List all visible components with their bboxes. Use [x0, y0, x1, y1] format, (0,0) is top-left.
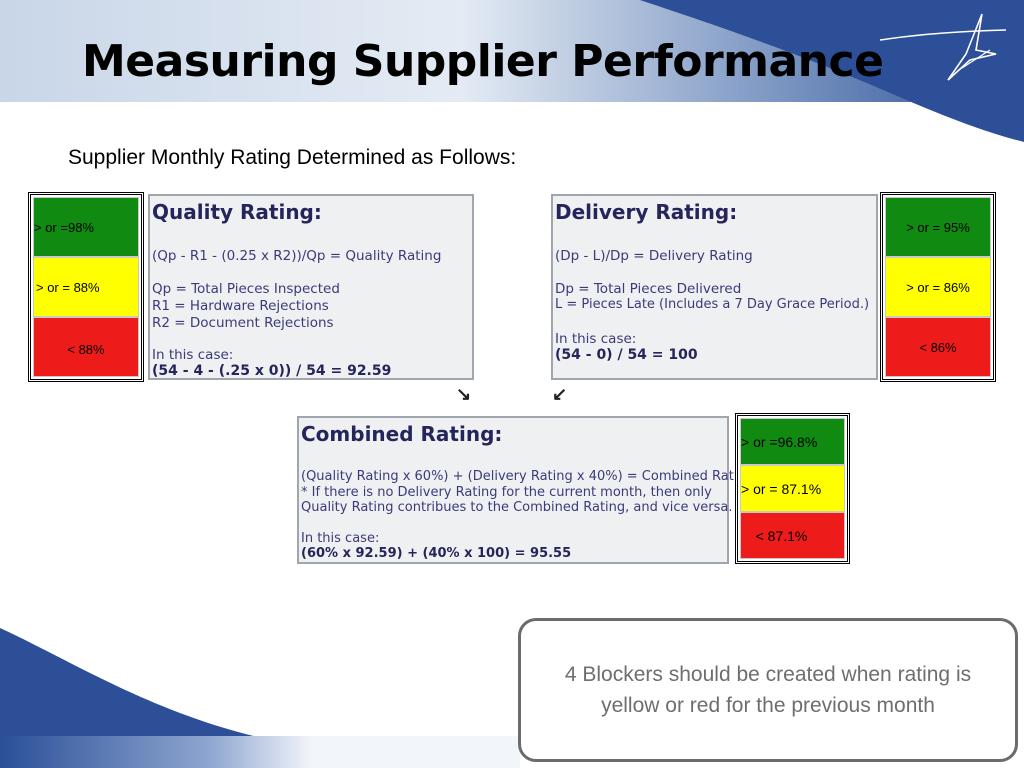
- blockers-note-text: 4 Blockers should be created when rating…: [564, 663, 972, 717]
- combined-legend: > or =96.8% > or = 87.1% < 87.1%: [735, 413, 850, 564]
- quality-case-calc: (54 - 4 - (.25 x 0)) / 54 = 92.59: [152, 363, 392, 379]
- quality-def-r1: R1 = Hardware Rejections: [152, 298, 329, 314]
- quality-case-label: In this case:: [152, 347, 234, 363]
- combined-note-line1: * If there is no Delivery Rating for the…: [301, 485, 712, 500]
- slide-title: Measuring Supplier Performance: [82, 36, 884, 87]
- quality-green-threshold: > or =98%: [33, 197, 139, 257]
- delivery-yellow-threshold: > or = 86%: [885, 257, 991, 317]
- blockers-note-box: 4 Blockers should be created when rating…: [518, 618, 1018, 762]
- star-swoosh-logo-icon: [879, 13, 1007, 81]
- quality-panel-title: Quality Rating:: [152, 200, 322, 224]
- combined-rating-panel: Combined Rating: (Quality Rating x 60%) …: [297, 416, 754, 564]
- delivery-def-l: L = Pieces Late (Includes a 7 Day Grace …: [555, 297, 870, 312]
- delivery-def-dp: Dp = Total Pieces Delivered: [555, 281, 742, 297]
- quality-rating-panel: Quality Rating: (Qp - R1 - (0.25 x R2))/…: [148, 194, 474, 380]
- combined-red-threshold: < 87.1%: [740, 512, 845, 559]
- combined-case-label: In this case:: [301, 531, 380, 546]
- delivery-green-threshold: > or = 95%: [885, 197, 991, 257]
- arrow-down-right-icon: ↘: [456, 384, 472, 404]
- quality-def-qp: Qp = Total Pieces Inspected: [152, 281, 340, 297]
- quality-def-r2: R2 = Document Rejections: [152, 315, 334, 331]
- combined-yellow-threshold: > or = 87.1%: [740, 465, 845, 512]
- quality-yellow-threshold: > or = 88%: [33, 257, 139, 317]
- quality-red-threshold: < 88%: [33, 317, 139, 377]
- combined-case-calc: (60% x 92.59) + (40% x 100) = 95.55: [301, 546, 572, 561]
- combined-note-line2: Quality Rating contribues to the Combine…: [301, 500, 733, 515]
- combined-green-threshold: > or =96.8%: [740, 418, 845, 465]
- delivery-panel-title: Delivery Rating:: [555, 200, 738, 224]
- delivery-rating-panel: Delivery Rating: (Dp - L)/Dp = Delivery …: [551, 194, 878, 380]
- combined-panel-title: Combined Rating:: [301, 422, 503, 446]
- delivery-formula: (Dp - L)/Dp = Delivery Rating: [555, 248, 753, 264]
- arrow-down-left-icon: ↙: [552, 384, 568, 404]
- combined-formula: (Quality Rating x 60%) + (Delivery Ratin…: [301, 469, 754, 484]
- quality-formula: (Qp - R1 - (0.25 x R2))/Qp = Quality Rat…: [152, 248, 442, 264]
- delivery-case-calc: (54 - 0) / 54 = 100: [555, 347, 698, 363]
- subtitle: Supplier Monthly Rating Determined as Fo…: [68, 146, 517, 169]
- delivery-case-label: In this case:: [555, 331, 637, 347]
- delivery-red-threshold: < 86%: [885, 317, 991, 377]
- quality-legend: > or =98% > or = 88% < 88%: [28, 192, 144, 382]
- delivery-legend: > or = 95% > or = 86% < 86%: [880, 192, 996, 382]
